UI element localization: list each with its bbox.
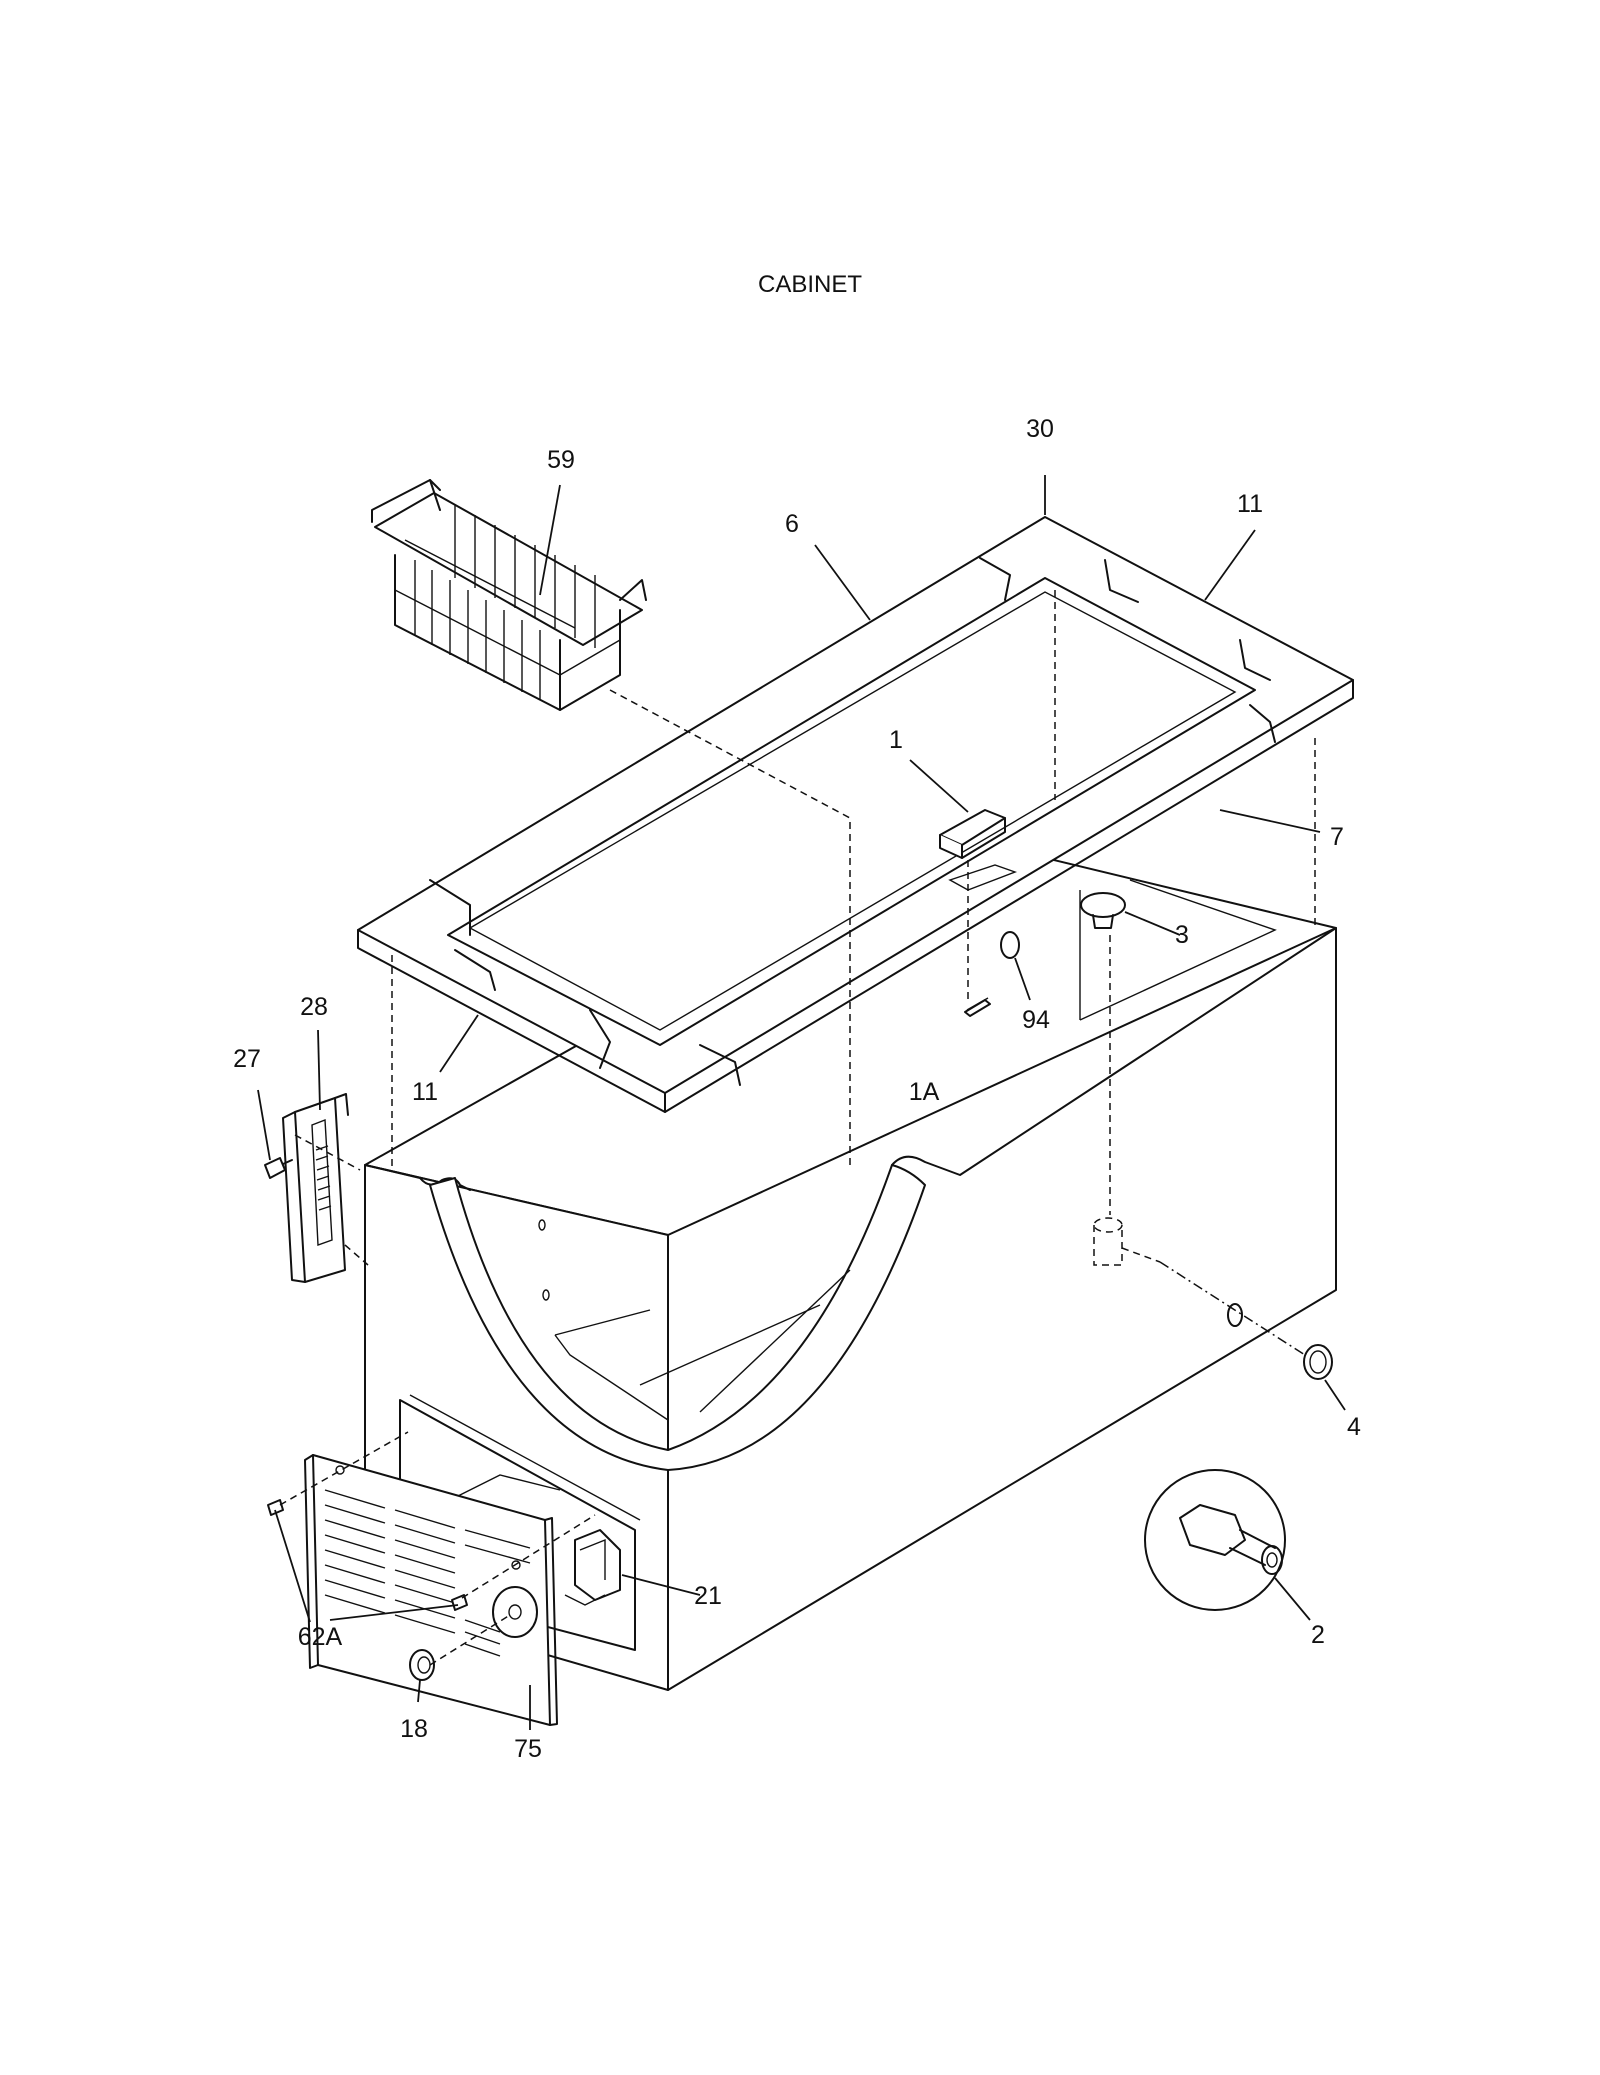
callout-94: 94 [1022, 1006, 1050, 1034]
callout-4: 4 [1347, 1413, 1361, 1441]
plug-94 [1000, 931, 1020, 959]
drain-plug [1303, 1344, 1333, 1380]
callout-3: 3 [1175, 921, 1189, 949]
screw-27 [264, 1157, 293, 1179]
relay-part [564, 1529, 621, 1606]
latch-part [939, 809, 1006, 859]
callout-62a: 62A [298, 1623, 343, 1651]
grommet [1227, 1303, 1243, 1327]
callout-28: 28 [300, 993, 328, 1021]
leader-lines [257, 475, 1346, 1730]
grille-panel [304, 1454, 558, 1726]
callout-6: 6 [785, 510, 799, 538]
callout-11-top: 11 [1237, 490, 1263, 518]
callout-11-left: 11 [412, 1078, 438, 1106]
callout-7: 7 [1330, 823, 1344, 851]
hinge [282, 1093, 349, 1283]
callout-1: 1 [889, 726, 903, 754]
wire-basket [371, 479, 647, 711]
drain-fitting-inset [1144, 1469, 1286, 1611]
assembly-lines [279, 590, 1316, 1666]
strike-part [964, 997, 991, 1017]
gasket-frame [357, 516, 1354, 1113]
screw-62a [267, 1499, 468, 1611]
callout-59: 59 [547, 446, 575, 474]
callout-18: 18 [400, 1715, 428, 1743]
drain-tube [1093, 1217, 1161, 1266]
callout-30: 30 [1026, 415, 1054, 443]
callout-27: 27 [233, 1045, 261, 1073]
callout-labels: 30 59 11 6 1 7 3 94 28 27 11 1A 4 21 2 6… [233, 415, 1361, 1763]
callout-1a: 1A [909, 1078, 940, 1106]
callout-21: 21 [694, 1582, 722, 1610]
callout-2: 2 [1311, 1621, 1325, 1649]
diagram-title: CABINET [758, 271, 862, 298]
drain-cap [1080, 892, 1126, 929]
callout-75: 75 [514, 1735, 542, 1763]
